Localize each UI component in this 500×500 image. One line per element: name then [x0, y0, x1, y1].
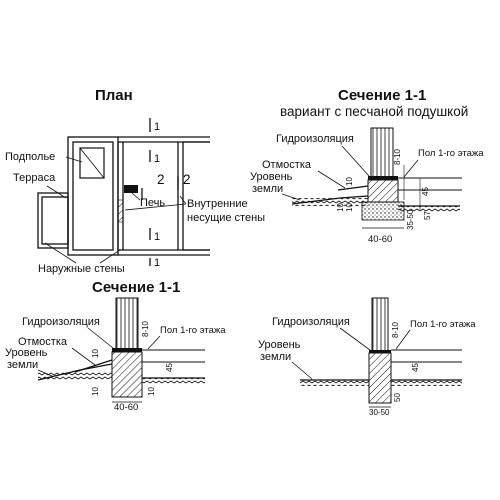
svg-text:10: 10 [91, 349, 100, 358]
plan-section-marks: 1 1 1 1 2 2 [141, 118, 191, 269]
section-c: Гидроизоляция Уровень земли Пол 1-го эта… [258, 297, 476, 417]
section-a-label-otmostka: Отмостка [262, 159, 312, 171]
plan-title: План [95, 87, 133, 104]
section-a-foundation [367, 179, 399, 203]
svg-text:2: 2 [157, 172, 165, 187]
podpolye-hatch [79, 147, 105, 179]
svg-text:2: 2 [183, 172, 191, 187]
section-b-label-otmostka: Отмостка [18, 336, 68, 348]
svg-text:45: 45 [411, 363, 420, 372]
svg-text:35-50: 35-50 [406, 209, 415, 230]
section-a-wall [370, 127, 394, 179]
section-b-foundation [111, 351, 143, 398]
section-c-label-floor: Пол 1-го этажа [410, 319, 476, 330]
section-c-label-hydro: Гидроизоляция [272, 316, 350, 328]
section-b: Сечение 1-1 Гидроизоляция Отмостка Урове… [5, 279, 226, 413]
section-b-title: Сечение 1-1 [92, 279, 180, 296]
svg-text:45: 45 [421, 187, 430, 196]
section-b-label-level-1: Уровень [5, 347, 48, 359]
section-b-label-floor: Пол 1-го этажа [160, 325, 226, 336]
label-outer-walls: Наружные стены [38, 263, 125, 275]
svg-text:45: 45 [165, 363, 174, 372]
section-b-dim-width: 40-60 [114, 402, 138, 413]
svg-text:8-10: 8-10 [391, 321, 400, 338]
svg-text:57: 57 [423, 211, 432, 220]
svg-text:8-10: 8-10 [393, 148, 402, 165]
label-terrasa: Терраса [13, 172, 56, 184]
svg-text:50: 50 [393, 393, 402, 402]
section-c-wall [371, 297, 389, 353]
svg-text:10: 10 [91, 387, 100, 396]
section-a-dim-width: 40-60 [368, 234, 392, 245]
svg-text:10: 10 [345, 203, 354, 212]
section-a-label-level-2: земли [252, 183, 283, 195]
label-inner-walls-2: несущие стены [187, 212, 265, 224]
plan-outer-walls [37, 136, 210, 256]
section-a-title: Сечение 1-1 [338, 87, 426, 104]
svg-text:1: 1 [154, 153, 160, 165]
section-b-wall [115, 297, 139, 351]
section-a-label-floor: Пол 1-го этажа [418, 148, 484, 159]
label-inner-walls-1: Внутренние [187, 198, 248, 210]
svg-text:8-10: 8-10 [141, 320, 150, 337]
label-pech: Печь [140, 197, 165, 209]
svg-text:1: 1 [154, 257, 160, 269]
section-c-dim-width: 30-50 [369, 408, 390, 417]
section-a-subtitle: вариант с песчаной подушкой [280, 104, 468, 119]
label-podpolye: Подполье [5, 151, 55, 163]
section-b-label-level-2: земли [7, 359, 38, 371]
section-c-label-level-2: земли [260, 351, 291, 363]
svg-text:10: 10 [336, 203, 345, 212]
plan: План 1 1 1 1 [5, 87, 265, 275]
section-a-label-hydro: Гидроизоляция [276, 133, 354, 145]
stove-icon [124, 185, 138, 193]
svg-text:1: 1 [154, 121, 160, 133]
section-c-foundation [368, 352, 392, 404]
section-c-label-level-1: Уровень [258, 339, 301, 351]
section-a-label-level-1: Уровень [250, 171, 293, 183]
section-b-label-hydro: Гидроизоляция [22, 316, 100, 328]
section-a-sand-cushion [361, 201, 405, 221]
section-a: Сечение 1-1 вариант с песчаной подушкой … [250, 87, 484, 245]
svg-text:10: 10 [345, 177, 354, 186]
svg-text:1: 1 [154, 231, 160, 243]
svg-text:10: 10 [147, 387, 156, 396]
